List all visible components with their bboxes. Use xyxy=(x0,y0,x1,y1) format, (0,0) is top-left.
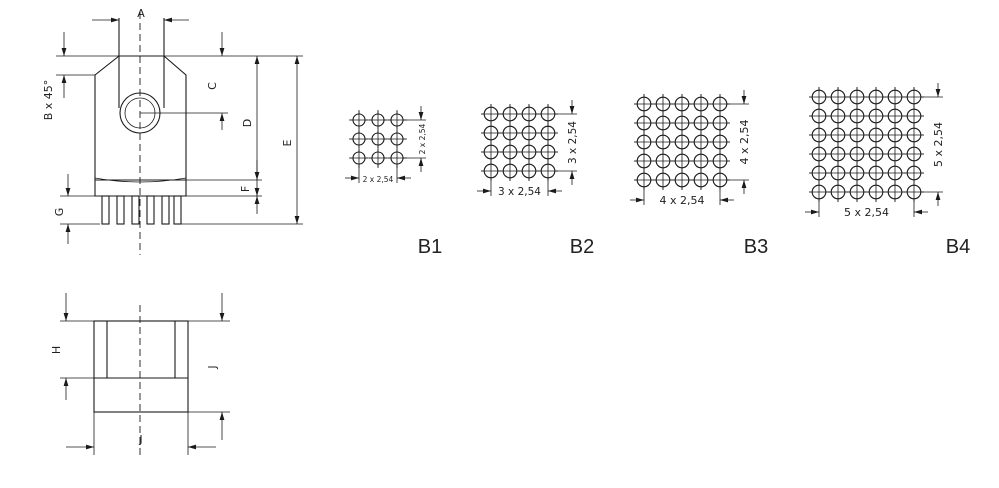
pattern-b2-horiz-dim: 3 x 2,54 xyxy=(498,186,541,198)
dim-b-chamfer: B x 45° xyxy=(42,32,119,120)
dim-d-label: D xyxy=(241,119,254,127)
pattern-b4-label: B4 xyxy=(946,236,970,258)
dim-d: D xyxy=(241,56,260,196)
dim-e: E xyxy=(281,56,300,224)
dim-c-label: C xyxy=(206,82,219,90)
dim-g: G xyxy=(53,174,100,244)
pattern-b4-vert-dim: 5 x 2,54 xyxy=(932,122,945,167)
front-view-base xyxy=(94,180,187,197)
pattern-b4-horiz-dim: 5 x 2,54 xyxy=(844,206,889,219)
side-view: H J J xyxy=(50,293,230,455)
dim-e-label: E xyxy=(281,139,294,146)
side-view-body xyxy=(93,320,189,413)
dim-f: F xyxy=(239,160,260,214)
pattern-b1-horiz-dim: 2 x 2,54 xyxy=(363,175,394,184)
dim-f-label: F xyxy=(239,186,252,192)
pattern-b2-label: B2 xyxy=(570,236,594,258)
dim-j-horizontal-label: J xyxy=(138,433,142,446)
dim-g-label: G xyxy=(53,208,66,217)
front-view-body xyxy=(94,55,187,181)
dim-a-label: A xyxy=(137,7,145,20)
dim-j-vertical-label: J xyxy=(206,365,219,369)
dim-j-horizontal: J xyxy=(66,433,216,450)
pattern-b3-label: B3 xyxy=(744,236,768,258)
pattern-b3-vert-dim: 4 x 2,54 xyxy=(738,120,751,165)
pattern-b1-vert-dim: 2 x 2,54 xyxy=(418,123,427,154)
pattern-b3-horiz-dim: 4 x 2,54 xyxy=(660,194,705,207)
dim-a: A xyxy=(92,7,189,23)
dim-h: H xyxy=(50,293,69,400)
pattern-b2-vert-dim: 3 x 2,54 xyxy=(567,121,579,164)
front-view: A B x 45° C D E xyxy=(42,7,303,255)
dim-j-vertical: J xyxy=(206,293,225,440)
front-pins xyxy=(101,195,182,225)
pattern-b1-label: B1 xyxy=(418,236,442,258)
dim-b-label: B x 45° xyxy=(42,80,55,121)
dim-h-label: H xyxy=(50,346,63,354)
dim-c: C xyxy=(206,32,225,130)
